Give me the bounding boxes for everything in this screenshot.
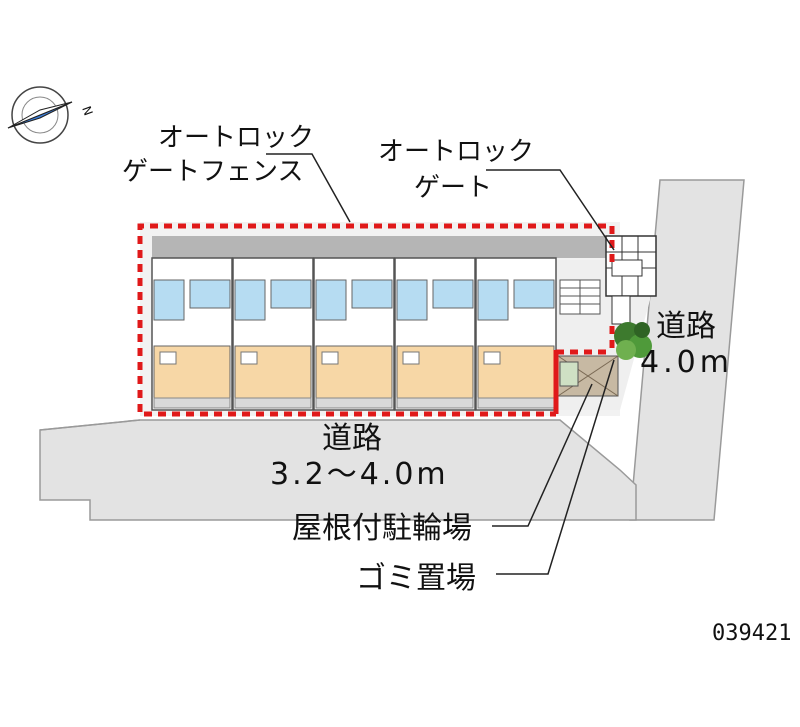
label-road-south-name: 道路: [322, 421, 382, 456]
leader-fence: [266, 153, 351, 223]
unit-4: [394, 257, 476, 411]
label-autolock-gate-fence-line1: オートロック: [158, 123, 314, 153]
label-road-east-name: 道路: [656, 309, 716, 344]
autolock-gate: [605, 235, 657, 325]
road-south-curb: [39, 419, 141, 431]
road-south: [39, 419, 637, 521]
building-corridor: [152, 236, 612, 258]
apartment-units: [151, 257, 557, 411]
leader-lines: [266, 153, 615, 575]
road-east: [629, 179, 745, 521]
leader-bicycle: [492, 383, 593, 527]
bicycle-shed-cross-b: [557, 355, 619, 397]
label-autolock-gate-fence-line2: ゲートフェンス: [122, 157, 303, 187]
unit-5: [475, 257, 557, 411]
label-bicycle-parking: 屋根付駐輪場: [292, 511, 472, 546]
unit-3: [313, 257, 395, 411]
unit-1: [151, 257, 233, 411]
compass-ring: [11, 86, 69, 144]
greenery: [614, 322, 652, 360]
leader-gate: [486, 169, 615, 251]
leader-garbage: [496, 359, 615, 575]
label-road-east-width: 4.0m: [640, 345, 733, 380]
label-autolock-gate-line1: オートロック: [378, 137, 534, 167]
label-garbage-area: ゴミ置場: [356, 561, 476, 596]
property-code: 039421: [712, 621, 791, 646]
label-autolock-gate-line2: ゲート: [414, 173, 492, 203]
compass: N: [7, 86, 95, 144]
stairs: [559, 279, 601, 315]
compass-north-letter: N: [79, 104, 95, 117]
garbage-box: [559, 361, 579, 387]
unit-2: [232, 257, 314, 411]
label-road-south-width: 3.2～4.0m: [270, 457, 449, 492]
autolock-gate-fence: [137, 223, 615, 417]
